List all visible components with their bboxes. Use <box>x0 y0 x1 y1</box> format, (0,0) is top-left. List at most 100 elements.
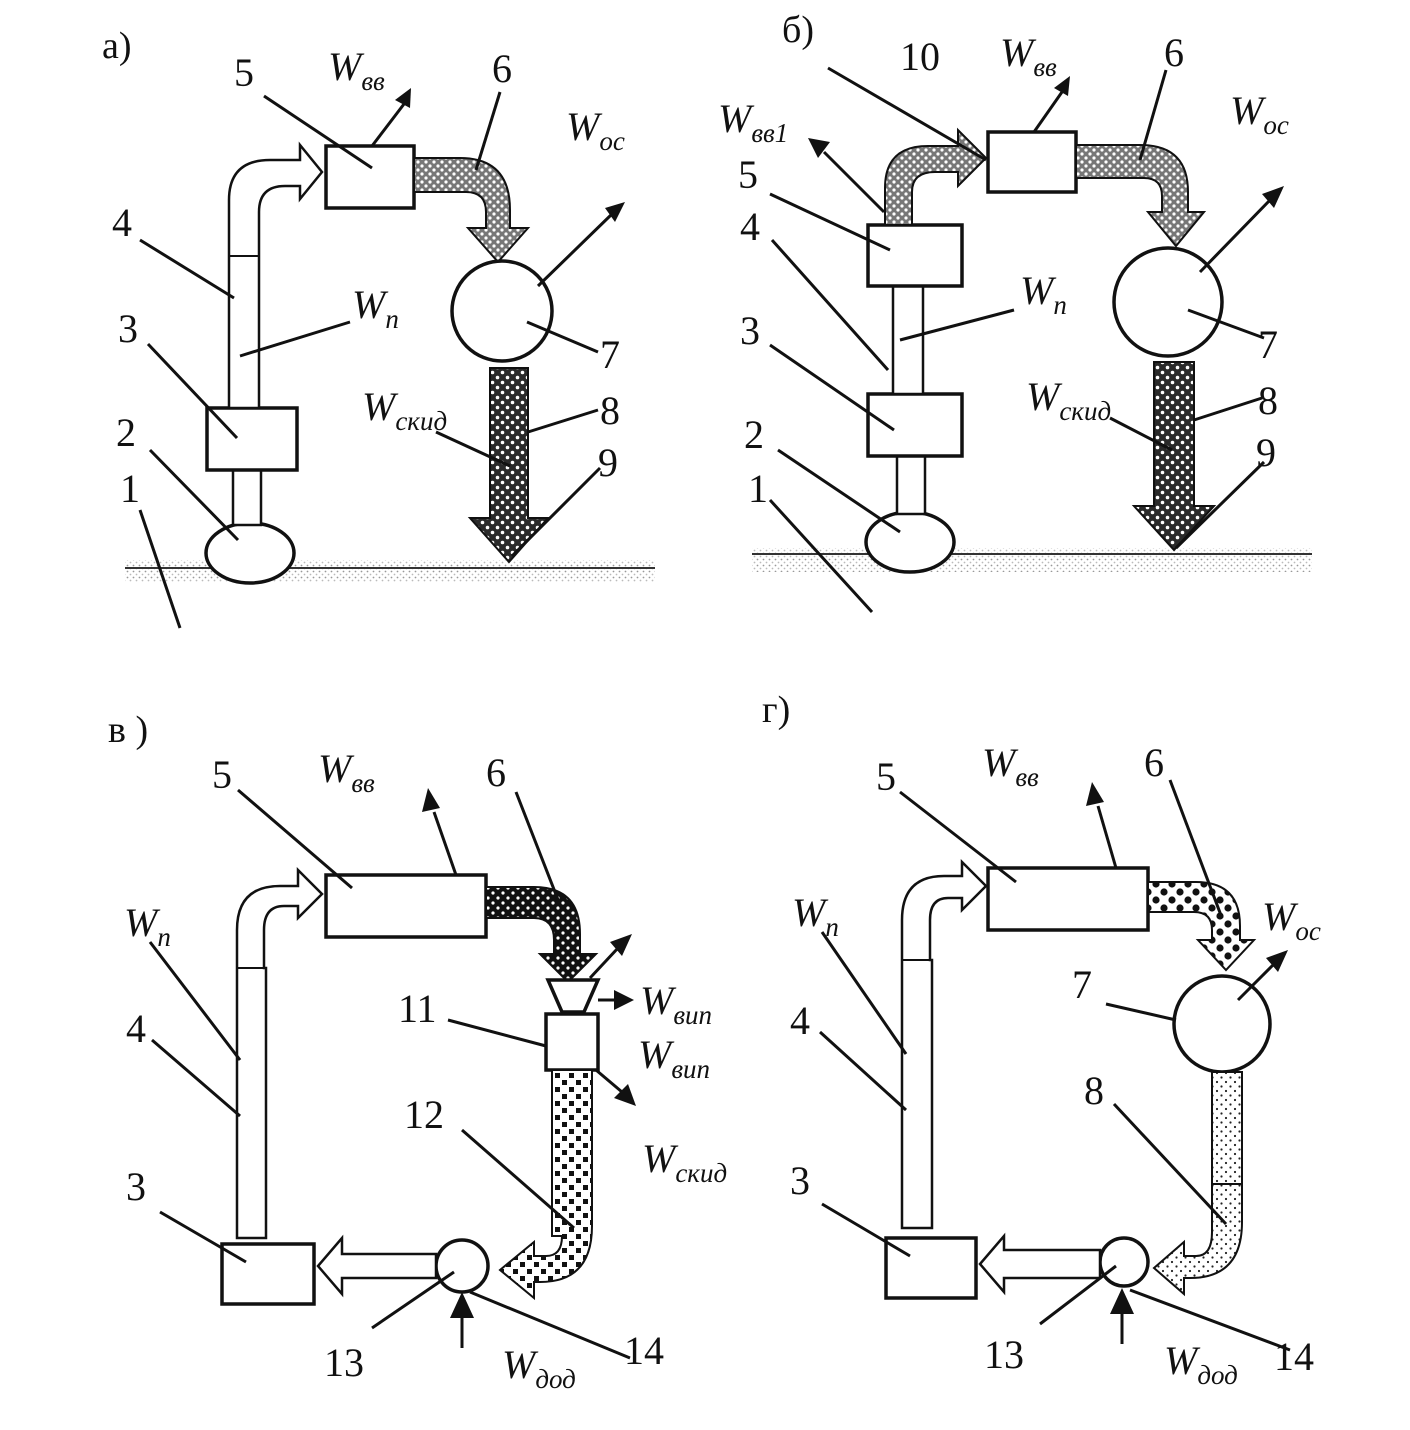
arrow-wvv-head <box>1086 782 1104 806</box>
leader-5 <box>237 788 353 890</box>
label-w-vv: Wвв <box>982 740 1039 792</box>
panel-label-v: в ) <box>108 709 148 751</box>
flow-6 <box>1075 144 1207 248</box>
leader-13 <box>1039 1264 1117 1326</box>
ground-strip <box>752 548 1312 572</box>
label-8: 8 <box>1084 1068 1104 1113</box>
label-w-p: Wп <box>1020 268 1067 320</box>
label-11: 11 <box>398 986 437 1031</box>
label-9: 9 <box>1256 430 1276 475</box>
leader-2 <box>148 448 240 542</box>
label-14: 14 <box>624 1328 664 1373</box>
consumer-circle-7 <box>1172 974 1272 1074</box>
panel-v: в ) <box>108 709 727 1394</box>
arrow-wvv1-head <box>808 138 830 158</box>
leader-6 <box>474 91 502 171</box>
arrow-wvv-line <box>370 103 406 147</box>
label-w-vv: Wвв <box>328 44 385 96</box>
label-w-p: Wп <box>352 282 399 334</box>
arrow-wos-head <box>1266 950 1288 972</box>
arrow-wvv-head <box>1054 76 1070 96</box>
panel-label-g: г) <box>762 689 790 731</box>
flow-6 <box>485 886 599 984</box>
leader-4 <box>818 1030 908 1112</box>
leader-wskid <box>1109 416 1173 452</box>
label-w-skid: Wскид <box>362 384 447 436</box>
box-5 <box>866 223 964 288</box>
label-5: 5 <box>212 752 232 797</box>
label-w-vv: Wвв <box>1000 30 1057 82</box>
consumer-circle-7 <box>1112 246 1224 358</box>
pipe-lower <box>231 468 263 527</box>
pipe-4 <box>891 284 925 396</box>
label-7: 7 <box>1072 962 1092 1007</box>
label-w-vv: Wвв <box>318 746 375 798</box>
label-4: 4 <box>740 204 760 249</box>
arrow-wvip2-line <box>595 1068 623 1094</box>
label-2: 2 <box>744 412 764 457</box>
label-8: 8 <box>1258 378 1278 423</box>
leader-4 <box>770 239 890 371</box>
label-5: 5 <box>876 754 896 799</box>
box-10 <box>986 130 1078 194</box>
arrow-13-to-3 <box>316 1234 438 1298</box>
label-13: 13 <box>324 1340 364 1385</box>
leader-2 <box>777 448 901 534</box>
box-3 <box>205 406 299 472</box>
leader-13 <box>371 1270 455 1330</box>
flow-8 <box>1131 361 1217 552</box>
box-5 <box>324 873 488 939</box>
label-14: 14 <box>1274 1334 1314 1379</box>
leader-5 <box>899 790 1017 884</box>
box-5 <box>986 866 1150 932</box>
leader-7 <box>526 320 599 354</box>
arrow-wvv1-line <box>822 150 886 214</box>
leader-7 <box>1187 308 1265 340</box>
box-11 <box>544 1012 600 1072</box>
arrow-out-line <box>1198 198 1272 274</box>
label-w-vip-1: Wвип <box>640 978 712 1030</box>
arrow-wvv-line <box>1032 91 1064 133</box>
leader-14 <box>1129 1288 1291 1352</box>
arrow-wvip1-head <box>614 990 634 1010</box>
leader-8 <box>1193 396 1263 422</box>
source-ellipse-2 <box>204 521 296 585</box>
leader-wp <box>899 308 1015 342</box>
label-6: 6 <box>492 46 512 91</box>
label-12: 12 <box>404 1092 444 1137</box>
label-w-os: Wос <box>566 104 625 156</box>
arrow-funnel-line <box>588 946 620 980</box>
arrow-wvv-head <box>422 788 440 812</box>
label-w-skid: Wскид <box>642 1136 727 1188</box>
arrow-wvip2-head <box>614 1084 636 1106</box>
leader-9 <box>510 466 602 558</box>
label-7: 7 <box>1258 322 1278 367</box>
label-w-vv1: Wвв1 <box>718 96 788 148</box>
flow-6 <box>413 157 531 264</box>
source-ellipse-2 <box>864 510 956 574</box>
arrow-wvv-line <box>1096 805 1118 869</box>
leader-6 <box>1168 779 1224 919</box>
label-w-dod: Wдод <box>1164 1338 1238 1390</box>
pipe-4 <box>227 141 324 410</box>
label-3: 3 <box>118 306 138 351</box>
leader-3 <box>146 342 239 440</box>
label-6: 6 <box>486 750 506 795</box>
pipe-lower <box>895 454 927 516</box>
arrow-out-head <box>1262 186 1284 208</box>
leader-4 <box>139 238 235 300</box>
label-4: 4 <box>790 998 810 1043</box>
leader-1 <box>138 509 182 629</box>
label-w-p: Wп <box>124 900 171 952</box>
arrow-wdod-head <box>450 1292 474 1318</box>
leader-12 <box>461 1128 575 1230</box>
panel-label-a: а) <box>102 25 132 67</box>
label-7: 7 <box>600 332 620 377</box>
label-6: 6 <box>1164 30 1184 75</box>
leader-11 <box>447 1018 547 1048</box>
arrow-wvv-head <box>395 88 411 108</box>
leader-wp <box>239 320 351 358</box>
arrow-wdod-head <box>1110 1288 1134 1314</box>
label-5: 5 <box>738 152 758 197</box>
